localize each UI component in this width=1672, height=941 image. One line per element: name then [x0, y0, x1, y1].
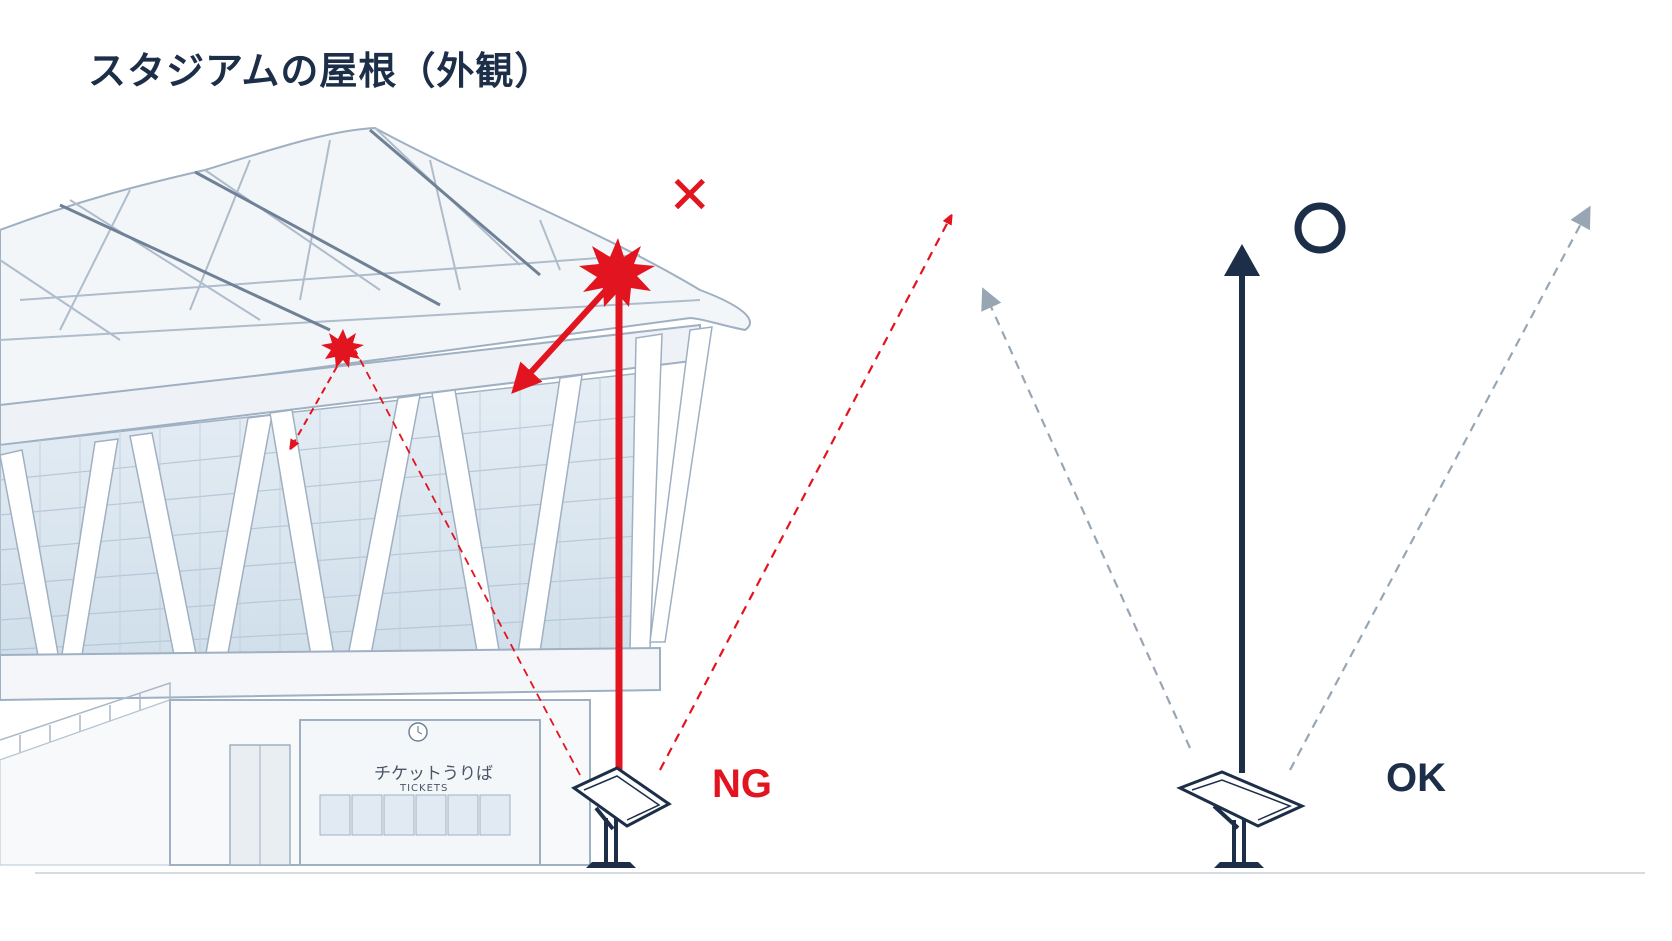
ng-solar-panel: [571, 766, 672, 868]
ticket-booth: [299, 719, 541, 866]
ok-label: OK: [1386, 756, 1446, 800]
ng-reflection-paths: [292, 218, 950, 776]
ok-reflection-paths: [981, 205, 1591, 773]
ok-solar-panel: [1176, 770, 1306, 868]
ok-gray-dashed-right: [1289, 205, 1591, 771]
page-title: スタジアムの屋根（外観）: [88, 49, 554, 93]
ng-dashed-to-small-impact: [354, 349, 581, 776]
stadium-illustration: [0, 126, 751, 866]
ng-label: NG: [712, 762, 772, 806]
ticket-sign-main: チケットうりば: [374, 764, 493, 784]
ng-impact-burst-small: [321, 329, 364, 368]
ticket-sign-sub: TICKETS: [400, 783, 449, 794]
ng-dashed-arrow-up: [659, 218, 950, 771]
ok-gray-dashed-left: [981, 287, 1192, 749]
ng-dashed-small-bounce: [292, 355, 344, 446]
ng-bounce-arrow: [511, 287, 609, 394]
circle-mark-icon: [1294, 202, 1346, 254]
x-mark-icon: ✕: [668, 166, 712, 226]
ng-impact-burst-large: [579, 238, 655, 307]
